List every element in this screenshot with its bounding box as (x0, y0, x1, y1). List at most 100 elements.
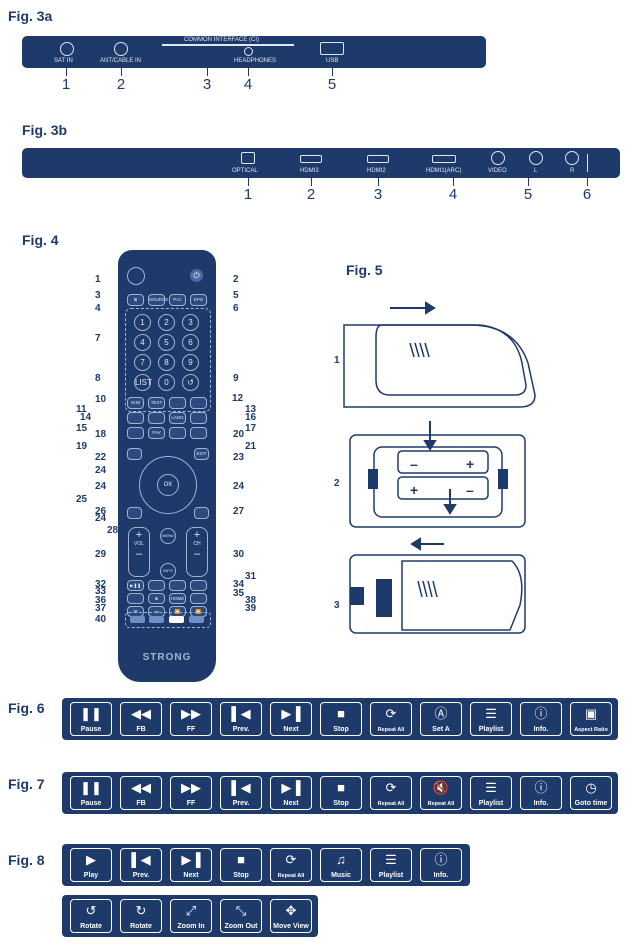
hdmi2-port (367, 155, 389, 163)
button-label: Stop (333, 726, 349, 733)
stop-button[interactable]: ■Stop (220, 848, 262, 882)
repeat-icon: ⟳ (385, 780, 397, 795)
move-view-button[interactable]: ✥Move View (270, 899, 312, 933)
music-button[interactable]: ♫ Music (320, 848, 362, 882)
button-label: Repeat All (427, 801, 455, 807)
prev-button[interactable]: ▌◀Prev. (220, 702, 262, 736)
rotate-button[interactable]: ↺Rotate (70, 899, 112, 933)
fig6-title: Fig. 6 (8, 700, 45, 716)
fig6-toolbar: ❚❚Pause◀◀FB▶▶FF▌◀Prev.▶▐Next■Stop⟳Repeat… (62, 698, 618, 740)
home-button: HOME (169, 593, 186, 604)
repeat-all-button[interactable]: ⟳Repeat All (370, 702, 412, 736)
power-button-left (127, 267, 145, 285)
fig3b-title: Fig. 3b (22, 122, 68, 138)
remote-callout-number: 27 (233, 506, 245, 517)
aspect-ratio-button[interactable]: ▣Aspect Ratio (570, 702, 612, 736)
playlist-button[interactable]: ☰Playlist (470, 702, 512, 736)
remote-callout-number: 7 (95, 333, 101, 344)
remote-callout-number: 12 (232, 393, 244, 404)
stop-button[interactable]: ■Stop (320, 702, 362, 736)
pause-button[interactable]: ❚❚Pause (70, 702, 112, 736)
ff-button[interactable]: ▶▶FF (170, 702, 212, 736)
fb-button[interactable]: ◀◀FB (120, 702, 162, 736)
repeat-all-button[interactable]: ⟳Repeat All (370, 776, 412, 810)
play-button[interactable]: ▶Play (70, 848, 112, 882)
fig3a-number: 5 (327, 76, 337, 93)
next-button[interactable]: ▶▐Next (170, 848, 212, 882)
key-7: 7 (134, 354, 151, 371)
hdmi3-label: HDMI3 (300, 168, 319, 174)
info-icon: ⓘ (534, 706, 548, 721)
remote-control: ⏻ ⊞ SOURCE P.IC EPG 1 2 3 4 5 6 7 8 9 LI… (118, 250, 216, 682)
button-label: Music (331, 872, 351, 879)
exit-button: EXIT (194, 448, 209, 460)
ok-button: OK (157, 474, 179, 496)
next-button[interactable]: ▶▐Next (270, 702, 312, 736)
ff-button[interactable]: ▶▶ FF (170, 776, 212, 810)
hdmi1-arc-port (432, 155, 456, 163)
zoom-in-button[interactable]: ⤢Zoom In (170, 899, 212, 933)
remote-callout-number: 26 (95, 506, 107, 517)
rotate-button[interactable]: ↻Rotate (120, 899, 162, 933)
prev-button[interactable]: ▌◀Prev. (120, 848, 162, 882)
playlist-button[interactable]: ☰Playlist (370, 848, 412, 882)
brand-logo: STRONG (142, 652, 192, 663)
remote-callout-number: 3 (95, 290, 101, 301)
fast-forward-icon: ▶▶ (181, 780, 201, 795)
remote-callout-number: 6 (233, 303, 239, 314)
stop-icon: ■ (337, 780, 345, 795)
pause-button[interactable]: ❚❚Pause (70, 776, 112, 810)
remote-button (148, 412, 165, 424)
remote-callout-number: 40 (95, 614, 107, 625)
remote-callout-number: 16 (245, 412, 257, 423)
channel-down-icon: – (193, 548, 201, 560)
button-label: FF (186, 800, 196, 807)
fig5-step-number: 3 (334, 600, 340, 611)
remote-button (169, 427, 186, 439)
prev-button[interactable]: ▌◀Prev. (220, 776, 262, 810)
leader (453, 176, 454, 186)
repeat-all-button[interactable]: 🔇 Repeat All (420, 776, 462, 810)
svg-text:–: – (410, 456, 418, 472)
remote-callout-number: 5 (233, 290, 239, 301)
power-button: ⏻ (190, 269, 203, 282)
remote-button (127, 412, 144, 424)
button-label: FF (186, 726, 196, 733)
remote-callout-number: 9 (233, 373, 239, 384)
button-label: Stop (233, 872, 249, 879)
aspect-ratio-icon: ▣ (584, 706, 598, 721)
mute-icon: 🔇 (432, 780, 450, 795)
stop-button[interactable]: ■Stop (320, 776, 362, 810)
fig7-toolbar: ❚❚Pause◀◀FB▶▶FF▌◀Prev.▶▐Next■Stop⟳Repeat… (62, 772, 618, 814)
music-icon: ♫ (336, 852, 346, 867)
repeat-all-button[interactable]: ⟳Repeat All (270, 848, 312, 882)
leader (248, 66, 249, 76)
audio-l-port (529, 151, 543, 165)
next-button[interactable]: ▶▐Next (270, 776, 312, 810)
button-label: Next (283, 800, 299, 807)
playlist-button[interactable]: ☰Playlist (470, 776, 512, 810)
leader (528, 176, 529, 186)
remote-callout-number: 24 (95, 513, 107, 524)
video-label: VIDEO (488, 168, 507, 174)
fav-button: FAV (148, 427, 165, 439)
leader (332, 66, 333, 76)
goto-time-button[interactable]: ◷Goto time (570, 776, 612, 810)
fb-button[interactable]: ◀◀FB (120, 776, 162, 810)
fig3a-number: 1 (61, 76, 71, 93)
remote-button (169, 397, 186, 409)
yellow-key (169, 616, 184, 623)
audio-r-port (565, 151, 579, 165)
button-label: Prev. (232, 726, 250, 733)
key-2: 2 (158, 314, 175, 331)
usb-label: USB (326, 58, 339, 64)
button-label: Rotate (130, 923, 152, 930)
fig3a-number: 3 (202, 76, 212, 93)
button-label: Prev. (132, 872, 150, 879)
zoom-out-button[interactable]: ⤡Zoom Out (220, 899, 262, 933)
usb-port (320, 42, 344, 55)
